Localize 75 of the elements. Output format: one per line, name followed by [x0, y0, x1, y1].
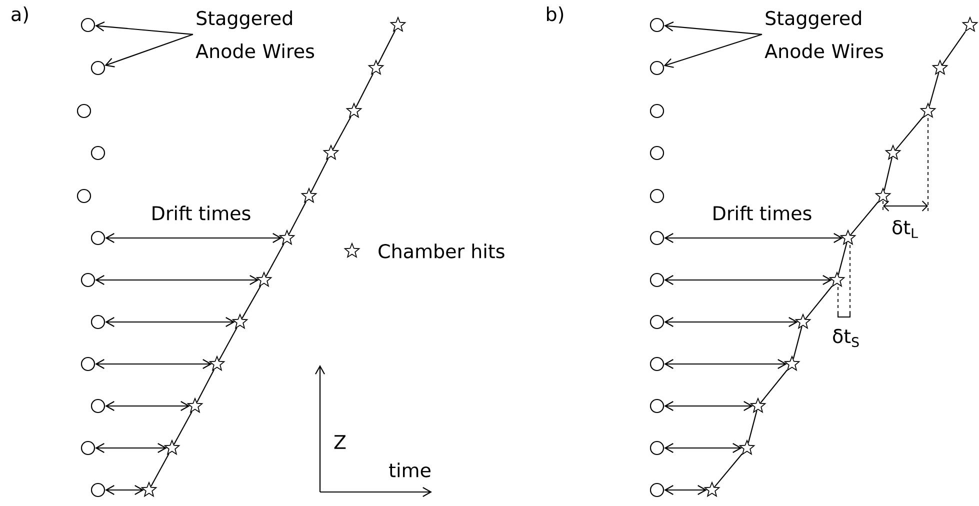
drift-times-label: Drift times [714, 206, 812, 220]
legend-label: Chamber hits [378, 244, 504, 258]
track-segment [242, 286, 262, 319]
wire-circle [650, 188, 664, 204]
track-segment [884, 157, 893, 191]
leader-arrow [664, 21, 762, 35]
wire-circle [650, 398, 664, 414]
track-segment [355, 73, 374, 108]
wire-circle [650, 60, 664, 76]
track-segment [928, 72, 940, 106]
wire-circle [650, 356, 664, 372]
track-segment [760, 370, 788, 404]
wire-circle [80, 356, 96, 372]
wire-circle [650, 482, 664, 498]
wire-circle [90, 314, 106, 330]
leader-arrow [104, 34, 194, 68]
wire-circle [90, 230, 106, 246]
wire-circle [650, 104, 664, 118]
drift-time-arrow [664, 485, 707, 495]
wire-circle [76, 188, 92, 204]
dimension-label: δt$_{S}$ [833, 328, 859, 348]
track-segment [748, 410, 758, 443]
drift-time-arrow [664, 401, 753, 411]
track-segment [174, 412, 192, 445]
track-segment [792, 326, 802, 359]
axis-label: time [389, 462, 430, 478]
track-segment [150, 454, 170, 487]
track-segment [838, 242, 848, 275]
drift-time-arrow [105, 233, 282, 243]
drift-time-arrow [664, 359, 787, 369]
drift-time-arrow [664, 317, 798, 327]
track-segment [266, 244, 284, 277]
track-segment [377, 30, 396, 64]
track-segment [332, 116, 352, 150]
wire-circle [80, 440, 96, 456]
drift-time-arrow [95, 275, 259, 285]
leader-arrow [95, 21, 194, 35]
drift-time-arrow [105, 485, 144, 495]
wire-circle [650, 272, 664, 288]
wire-circle [650, 314, 664, 330]
track-segment [288, 201, 307, 234]
leader-arrow [664, 34, 762, 68]
wire-circle [80, 272, 96, 288]
drift-time-arrow [664, 275, 832, 285]
wire-circle [90, 146, 106, 160]
track-segment [850, 201, 879, 236]
wire-circle [650, 146, 664, 160]
panel-label: b) [547, 6, 564, 24]
track-segment [895, 116, 924, 150]
track-segment [714, 453, 743, 488]
track-segment [805, 286, 833, 320]
axis-label: Z [334, 435, 346, 449]
drift-time-arrow [95, 359, 212, 369]
drift-time-arrow [664, 233, 843, 243]
drift-times-label: Drift times [152, 206, 250, 220]
wire-circle [90, 60, 106, 76]
wire-circle [650, 18, 664, 32]
drift-time-arrow [664, 443, 742, 453]
dimension-label: δt$_{L}$ [892, 220, 918, 238]
wire-circle [90, 398, 106, 414]
wire-circle [76, 104, 92, 118]
drift-time-arrow [95, 443, 167, 453]
wire-circle [80, 18, 96, 32]
callout-text: Staggered Anode Wires [764, 10, 884, 58]
wire-circle [650, 230, 664, 246]
drift-time-arrow [105, 401, 190, 411]
track-segment [310, 158, 329, 192]
track-segment [218, 328, 238, 361]
drift-time-arrow [105, 317, 235, 327]
track-segment [196, 369, 215, 402]
callout-text: Staggered Anode Wires [196, 10, 314, 58]
wire-circle [650, 440, 664, 456]
panel-label: a) [12, 6, 28, 24]
track-segment [942, 32, 966, 66]
wire-circle [90, 482, 106, 498]
